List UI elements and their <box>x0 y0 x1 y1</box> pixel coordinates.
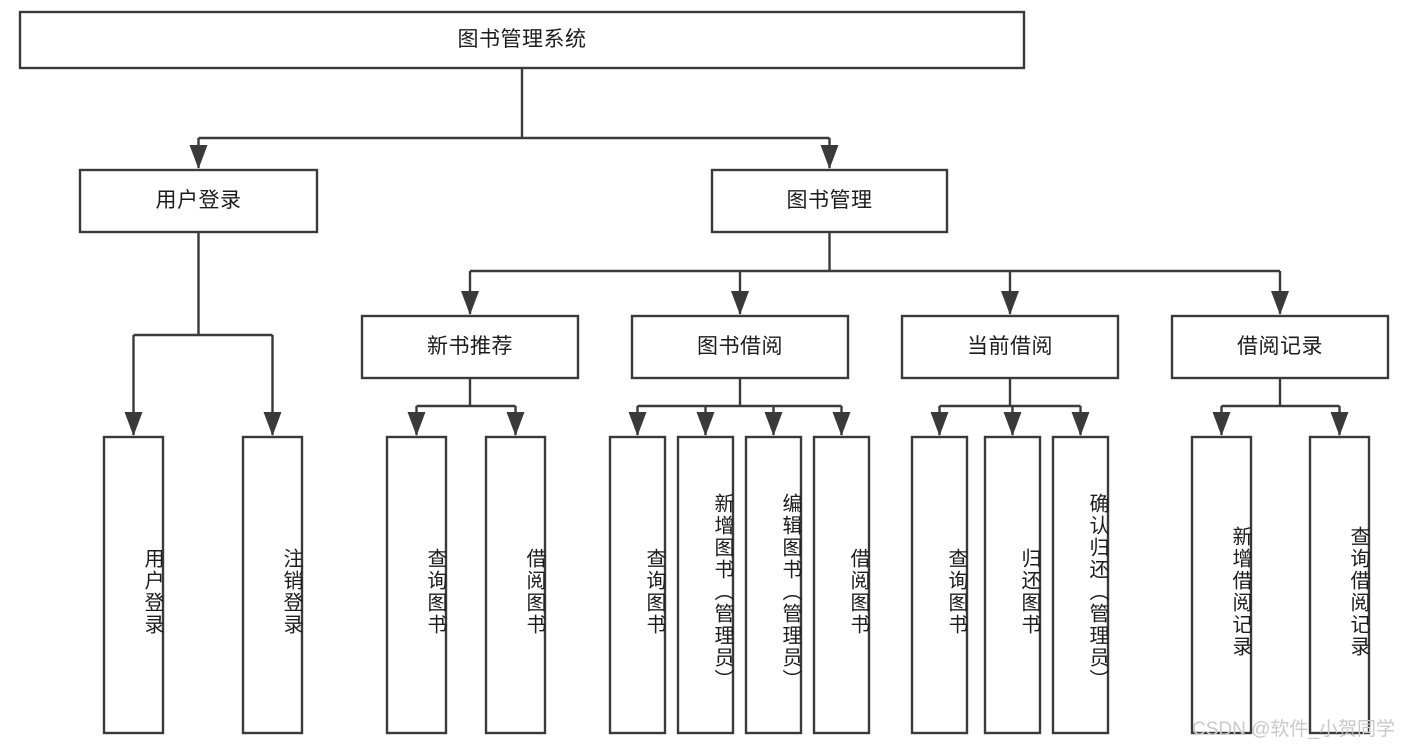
arrow-head-to-leaf-query-book-borrow <box>628 412 647 436</box>
arrow-head-to-leaf-borrow-book <box>832 412 851 436</box>
node-box-leaf-user-login[interactable] <box>102 435 165 735</box>
node-box-leaf-query-book-recommend[interactable] <box>385 435 448 735</box>
arrow-head-to-current-borrow <box>1001 291 1019 315</box>
node-box-leaf-add-book-admin[interactable] <box>676 435 735 735</box>
node-box-book-borrow[interactable] <box>630 314 850 380</box>
arrow-head-to-leaf-query-book-recommend <box>407 412 426 436</box>
arrow-head-to-leaf-edit-book-admin <box>764 412 783 436</box>
arrow-head-to-leaf-return-book <box>1003 412 1022 436</box>
node-box-root[interactable] <box>18 10 1026 70</box>
arrow-head-to-borrow-record <box>1271 291 1289 315</box>
node-box-leaf-query-book-current[interactable] <box>910 435 969 735</box>
node-box-leaf-borrow-book-recommend[interactable] <box>484 435 547 735</box>
node-box-leaf-query-book-borrow[interactable] <box>608 435 667 735</box>
arrow-head-to-leaf-logout-login <box>263 412 282 436</box>
node-box-leaf-edit-book-admin[interactable] <box>744 435 803 735</box>
node-box-leaf-logout-login[interactable] <box>241 435 304 735</box>
box-layer <box>18 10 1390 735</box>
arrow-head-to-leaf-query-borrow-record <box>1330 412 1349 436</box>
node-box-user-login[interactable] <box>78 168 319 234</box>
node-box-book-manage[interactable] <box>710 168 949 234</box>
node-box-leaf-confirm-return-admin[interactable] <box>1051 435 1110 735</box>
node-box-current-borrow[interactable] <box>900 314 1120 380</box>
arrow-head-to-leaf-user-login <box>124 412 143 436</box>
arrow-head-to-leaf-query-book-current <box>930 412 949 436</box>
node-box-leaf-add-borrow-record[interactable] <box>1190 435 1253 735</box>
arrow-head-to-leaf-borrow-book-recommend <box>506 412 525 436</box>
arrow-head-to-leaf-add-borrow-record <box>1212 412 1231 436</box>
connector-layer <box>124 68 1349 436</box>
node-box-leaf-query-borrow-record[interactable] <box>1308 435 1371 735</box>
arrow-head-to-user-login <box>189 145 208 169</box>
arrow-head-to-leaf-confirm-return-admin <box>1071 412 1090 436</box>
arrow-head-to-book-manage <box>820 145 839 169</box>
arrow-head-to-book-borrow <box>731 291 749 315</box>
arrow-head-to-leaf-add-book-admin <box>696 412 715 436</box>
node-box-borrow-record[interactable] <box>1170 314 1390 380</box>
node-box-leaf-return-book[interactable] <box>983 435 1042 735</box>
node-box-new-book-recommend[interactable] <box>360 314 580 380</box>
arrow-head-to-new-book-recommend <box>461 291 479 315</box>
node-box-leaf-borrow-book[interactable] <box>812 435 871 735</box>
